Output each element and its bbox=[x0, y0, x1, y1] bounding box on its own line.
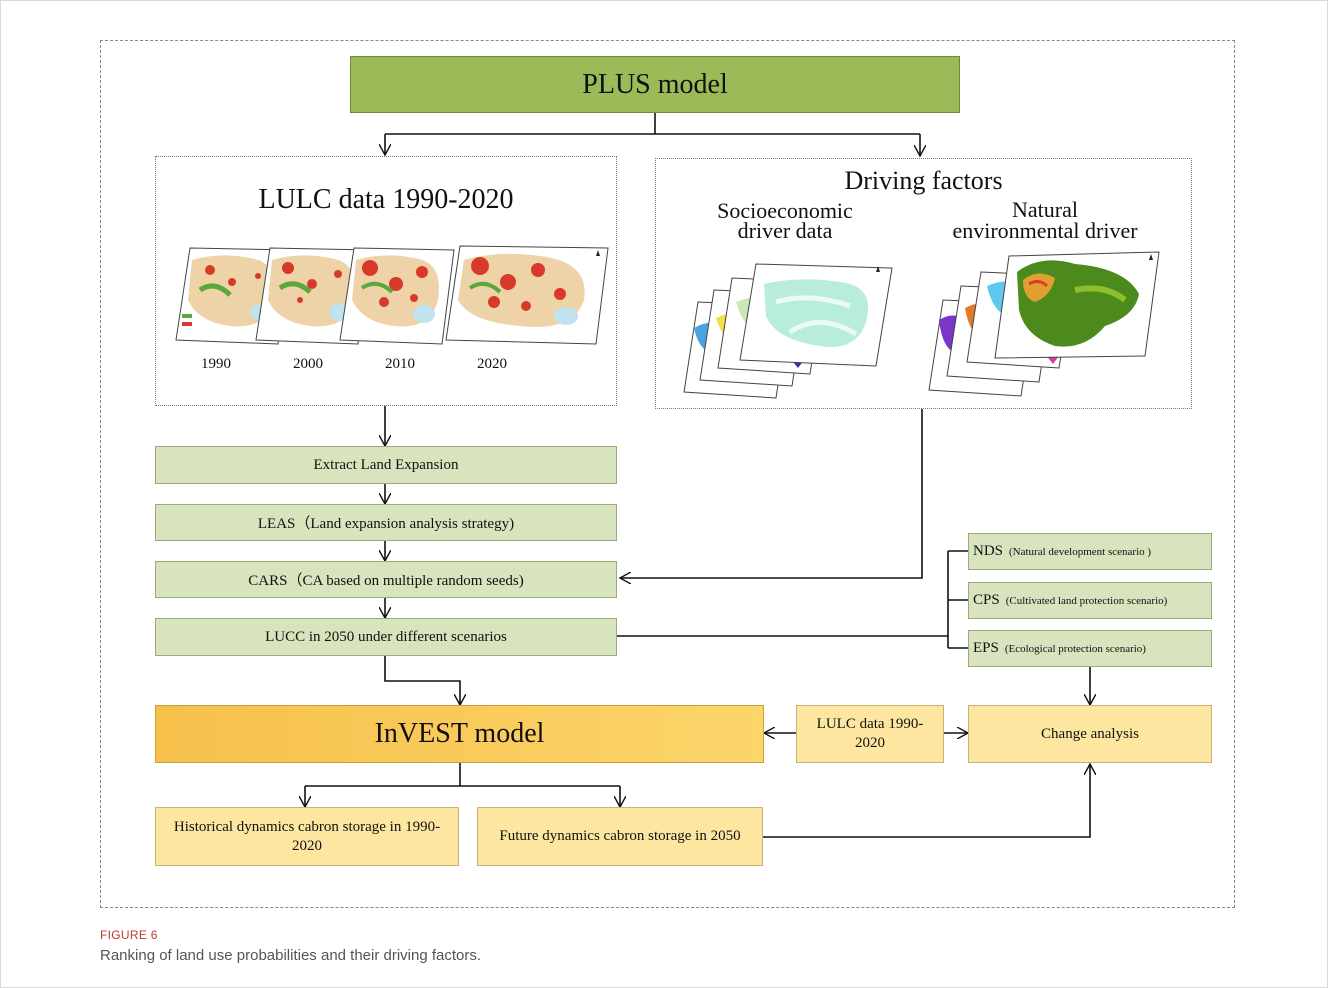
scenario-cps-box: CPS(Cultivated land protection scenario) bbox=[968, 582, 1212, 619]
lulc-panel-title: LULC data 1990-2020 bbox=[258, 184, 514, 215]
year-label: 2010 bbox=[385, 356, 415, 372]
cars-box: CARS（CA based on multiple random seeds) bbox=[155, 561, 617, 598]
diagram-border bbox=[100, 40, 1235, 908]
natural-maps-image bbox=[928, 251, 1160, 397]
historical-storage-box: Historical dynamics cabron storage in 19… bbox=[155, 807, 459, 866]
invest-model-box: InVEST model bbox=[155, 705, 764, 763]
driving-factors-title: Driving factors bbox=[844, 166, 1003, 195]
year-label: 2020 bbox=[477, 356, 507, 372]
future-storage-box: Future dynamics cabron storage in 2050 bbox=[477, 807, 763, 866]
figure-caption: Ranking of land use probabilities and th… bbox=[100, 947, 482, 964]
lulc-panel bbox=[155, 156, 617, 406]
plus-model-box: PLUS model bbox=[350, 56, 960, 113]
scenario-nds-box: NDS(Natural development scenario ) bbox=[968, 533, 1212, 570]
lulc-data-box: LULC data 1990-2020 bbox=[796, 705, 944, 763]
lucc-2050-box: LUCC in 2050 under different scenarios bbox=[155, 618, 617, 656]
socioeconomic-maps-image bbox=[683, 263, 893, 399]
lulc-maps-image bbox=[175, 245, 609, 345]
driving-factors-panel bbox=[655, 158, 1192, 409]
year-label: 1990 bbox=[201, 356, 231, 372]
leas-box: LEAS（Land expansion analysis strategy) bbox=[155, 504, 617, 541]
natural-label: Natural environmental driver bbox=[952, 197, 1138, 243]
figure-label: FIGURE 6 bbox=[100, 928, 158, 942]
extract-land-expansion-box: Extract Land Expansion bbox=[155, 446, 617, 484]
year-label: 2000 bbox=[293, 356, 323, 372]
socioeconomic-label: Socioeconomic driver data bbox=[717, 198, 853, 243]
change-analysis-box: Change analysis bbox=[968, 705, 1212, 763]
scenario-eps-box: EPS(Ecological protection scenario) bbox=[968, 630, 1212, 667]
